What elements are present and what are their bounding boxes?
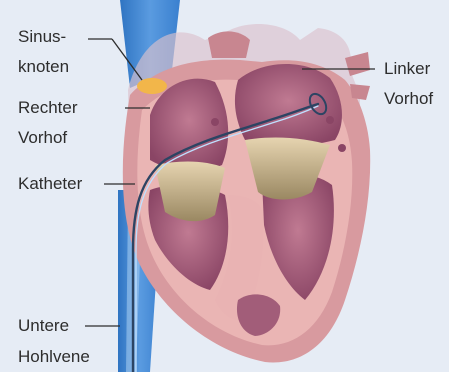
label-sinus-line1: Sinus- <box>18 27 66 46</box>
label-linker-line1: Linker <box>384 59 431 78</box>
label-sinus-line2: knoten <box>18 57 69 76</box>
pulmonary-vein-right <box>350 84 370 100</box>
aorta-top <box>208 31 250 58</box>
label-untere-line2: Hohlvene <box>18 347 90 366</box>
vessel-opening-3 <box>211 118 219 126</box>
tricuspid-valve <box>155 162 225 222</box>
vessel-opening-1 <box>326 116 334 124</box>
label-katheter: Katheter <box>18 174 83 193</box>
label-rechter-line1: Rechter <box>18 98 78 117</box>
sinus-node <box>137 78 167 94</box>
label-untere-line1: Untere <box>18 316 69 335</box>
label-rechter-line2: Vorhof <box>18 128 67 147</box>
label-linker-line2: Vorhof <box>384 89 433 108</box>
vessel-opening-2 <box>338 144 346 152</box>
